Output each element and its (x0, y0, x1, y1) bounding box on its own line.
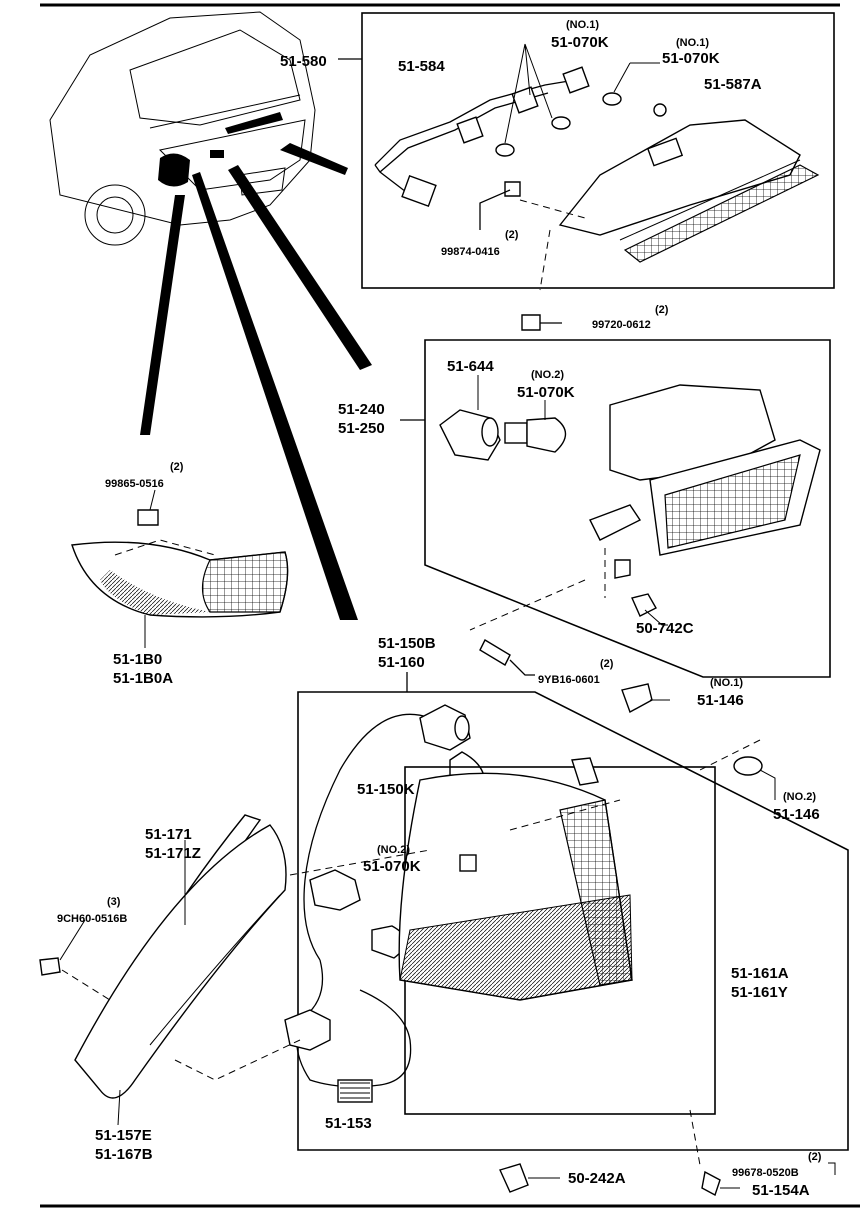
label-51-167b: 51-167B (95, 1146, 153, 1163)
label-51-150b: 51-150B (378, 635, 436, 652)
label-99720-0612: 99720-0612 (592, 319, 651, 331)
label-51-070k-b: 51-070K (662, 50, 720, 67)
label-51-161y: 51-161Y (731, 984, 788, 1001)
label-51-584: 51-584 (398, 58, 445, 75)
label-no1-c: (NO.1) (710, 677, 743, 689)
page-frame (40, 3, 860, 1208)
label-qty-2-b: (2) (655, 304, 669, 316)
side-reflector-assembly (71, 489, 289, 648)
label-51-157e: 51-157E (95, 1127, 152, 1144)
back-lamp-box (400, 339, 831, 678)
label-9ch60-0516b: 9CH60-0516B (57, 913, 127, 925)
label-qty-2-c: (2) (170, 461, 184, 473)
label-99865-0516: 99865-0516 (105, 478, 164, 490)
label-no2-a: (NO.2) (531, 369, 564, 381)
label-51-070k-c: 51-070K (517, 384, 575, 401)
screw-99720-0612 (521, 314, 562, 331)
bolt-9yb16-0601 (479, 639, 535, 676)
grommet-and-screw (499, 1109, 836, 1197)
label-no2-c: (NO.2) (377, 844, 410, 856)
label-qty-3: (3) (107, 896, 121, 908)
rear-garnish-panel (39, 814, 301, 1126)
label-51-1b0: 51-1B0 (113, 651, 162, 668)
label-51-644: 51-644 (447, 358, 494, 375)
label-51-580: 51-580 (280, 53, 327, 70)
label-9yb16-0601: 9YB16-0601 (538, 674, 600, 686)
label-51-160: 51-160 (378, 654, 425, 671)
label-51-153: 51-153 (325, 1115, 372, 1132)
label-51-171z: 51-171Z (145, 845, 201, 862)
label-50-242a: 50-242A (568, 1170, 626, 1187)
label-99874-0416: 99874-0416 (441, 246, 500, 258)
high-mount-lamp-box (338, 12, 835, 291)
label-qty-2-d: (2) (600, 658, 614, 670)
label-51-150k: 51-150K (357, 781, 415, 798)
label-51-070k-a: 51-070K (551, 34, 609, 51)
label-no2-b: (NO.2) (783, 791, 816, 803)
label-51-240: 51-240 (338, 401, 385, 418)
label-50-742c: 50-742C (636, 620, 694, 637)
clip-51-146 (621, 683, 776, 800)
label-51-171: 51-171 (145, 826, 192, 843)
label-51-154a: 51-154A (752, 1182, 810, 1199)
label-no1-b: (NO.1) (676, 37, 709, 49)
label-51-146-b: 51-146 (773, 806, 820, 823)
label-51-070k-d: 51-070K (363, 858, 421, 875)
label-51-146-a: 51-146 (697, 692, 744, 709)
label-51-250: 51-250 (338, 420, 385, 437)
part-labels: 51-580 51-584 (NO.1) 51-070K (NO.1) 51-0… (57, 19, 822, 1199)
label-no1-a: (NO.1) (566, 19, 599, 31)
label-51-1b0a: 51-1B0A (113, 670, 173, 687)
label-qty-2-a: (2) (505, 229, 519, 241)
label-qty-2-e: (2) (808, 1151, 822, 1163)
label-99678-0520b: 99678-0520B (732, 1167, 799, 1179)
label-51-161a: 51-161A (731, 965, 789, 982)
vehicle-rear-illustration (49, 11, 372, 620)
combination-lamp-box (284, 672, 849, 1151)
label-51-587a: 51-587A (704, 76, 762, 93)
